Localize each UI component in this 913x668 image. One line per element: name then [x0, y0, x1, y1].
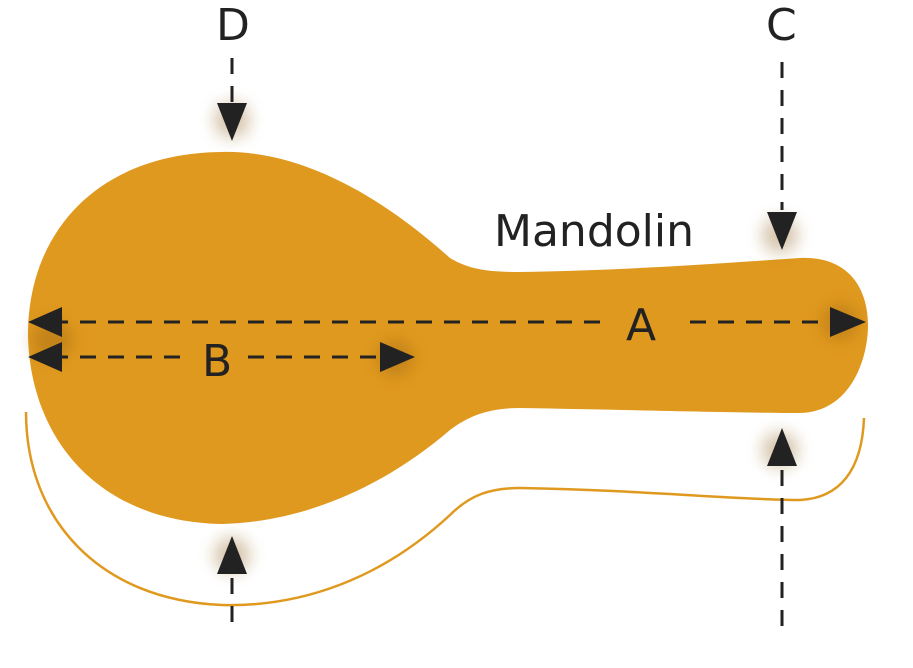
label-d: D: [216, 0, 250, 51]
arrowhead-left-a: [28, 307, 62, 337]
mandolin-body: [28, 151, 868, 524]
measure-d-arrows: [217, 58, 247, 630]
arrowhead-down-c: [767, 212, 797, 250]
arrowhead-up-c: [767, 428, 797, 466]
label-c: C: [766, 0, 797, 51]
arrowhead-down-d: [217, 103, 247, 141]
instrument-name: Mandolin: [494, 206, 694, 257]
measure-c-arrows: [767, 62, 797, 630]
arrowhead-right-b: [380, 342, 415, 372]
length-a-arrow: [28, 307, 866, 337]
arrowhead-up-d: [217, 536, 247, 574]
side-outline-curve: [24, 411, 866, 607]
arrowhead-left-b: [28, 342, 62, 372]
label-b: B: [202, 336, 232, 387]
arrowhead-right-a: [830, 307, 866, 337]
label-a: A: [626, 300, 656, 351]
length-b-arrow: [28, 342, 415, 372]
